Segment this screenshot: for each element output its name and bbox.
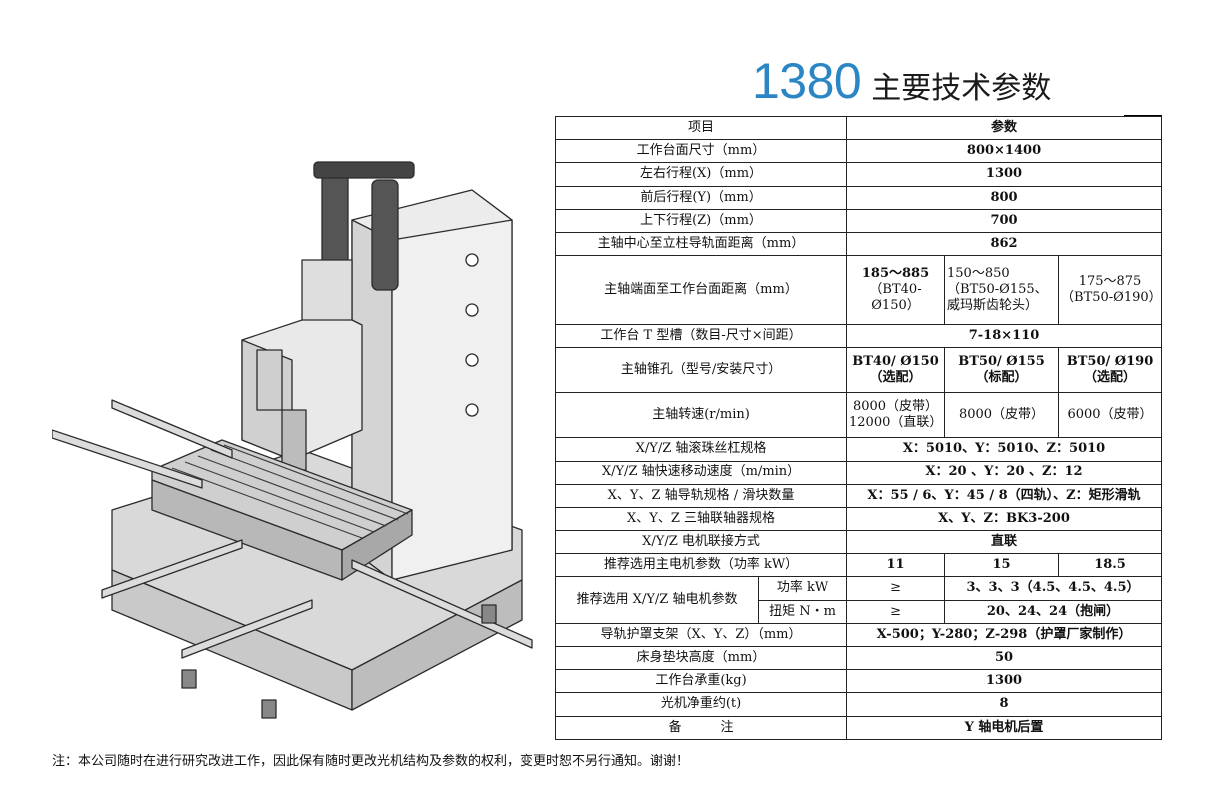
row-value: 1300 <box>846 669 1163 694</box>
row-value-option-1: 11 <box>846 553 946 578</box>
table-row: 工作台面尺寸（mm） 800×1400 <box>554 139 1163 164</box>
row-value: 7-18×110 <box>846 324 1163 349</box>
row-value: 700 <box>846 208 1163 233</box>
row-label: 前后行程(Y)（mm） <box>554 185 848 210</box>
table-row: X、Y、Z 轴导轨规格 / 滑块数量 X：55 / 6、Y：45 / 8（四轨）… <box>554 483 1163 508</box>
row-value: 800×1400 <box>846 139 1163 164</box>
table-row: 备 注 Y 轴电机后置 <box>554 715 1163 740</box>
row-value: X-500；Y-280；Z-298（护罩厂家制作） <box>846 622 1163 648</box>
row-label: X、Y、Z 轴导轨规格 / 滑块数量 <box>554 483 848 508</box>
row-value-option-1: BT40/ Ø150 （选配） <box>846 347 946 394</box>
row-value: 8 <box>846 692 1163 717</box>
row-label: 工作台 T 型槽（数目-尺寸×间距） <box>554 324 848 349</box>
row-value: X、Y、Z：BK3-200 <box>846 506 1163 532</box>
row-value: X：20 、Y：20 、Z：12 <box>846 460 1163 485</box>
table-row: 光机净重约(t) 8 <box>554 692 1163 717</box>
row-sublabel: 扭矩 N・m <box>757 599 848 624</box>
row-value-option-2: 15 <box>944 553 1060 578</box>
row-symbol: ≥ <box>846 599 946 624</box>
title-model-number: 1380 <box>752 53 862 109</box>
row-symbol: ≥ <box>846 576 946 601</box>
row-label: 主轴锥孔（型号/安装尺寸） <box>554 347 848 394</box>
spec-table: 项目 参数 工作台面尺寸（mm） 800×1400 左右行程(X)（mm） 13… <box>554 115 1163 740</box>
table-row: X/Y/Z 轴快速移动速度（m/min） X：20 、Y：20 、Z：12 <box>554 460 1163 485</box>
row-value-option-2: 150～850（BT50-Ø155、威玛斯齿轮头） <box>944 255 1060 326</box>
row-value: 直联 <box>846 530 1163 555</box>
title-text: 主要技术参数 <box>871 71 1052 106</box>
table-row: 上下行程(Z)（mm） 700 <box>554 208 1163 233</box>
row-label: 主轴中心至立柱导轨面距离（mm） <box>554 231 848 257</box>
table-row: 床身垫块高度（mm） 50 <box>554 645 1163 671</box>
table-row: 左右行程(X)（mm） 1300 <box>554 162 1163 187</box>
table-row: X、Y、Z 三轴联轴器规格 X、Y、Z：BK3-200 <box>554 506 1163 532</box>
table-row: 主轴端面至工作台面距离（mm） 185～885 （BT40-Ø150） 150～… <box>554 255 1163 326</box>
table-row: 扭矩 N・m ≥ 20、24、24（抱闸） <box>556 599 1163 624</box>
table-row: 主轴中心至立柱导轨面距离（mm） 862 <box>554 231 1163 257</box>
row-value-option-3: BT50/ Ø190 （选配） <box>1058 347 1163 394</box>
row-label: X/Y/Z 轴滚珠丝杠规格 <box>554 437 848 462</box>
row-label: 主轴端面至工作台面距离（mm） <box>554 255 848 326</box>
row-label: 导轨护罩支架（X、Y、Z）（mm） <box>554 622 848 648</box>
row-label: 工作台面尺寸（mm） <box>554 139 848 164</box>
row-value-option-1: 185～885 （BT40-Ø150） <box>846 255 946 326</box>
table-row: 推荐选用 X/Y/Z 轴电机参数 功率 kW ≥ 3、3、3（4.5、4.5、4… <box>555 576 1163 624</box>
footnote: 注：本公司随时在进行研究改进工作，因此保有随时更改光机结构及参数的权利，变更时恕… <box>52 754 690 769</box>
row-value-option-2: BT50/ Ø155 （标配） <box>944 347 1060 394</box>
row-value: Y 轴电机后置 <box>846 715 1163 740</box>
row-label: X、Y、Z 三轴联轴器规格 <box>554 506 848 532</box>
row-label: 左右行程(X)（mm） <box>554 162 848 187</box>
row-label: 工作台承重(kg) <box>554 669 848 694</box>
table-row: 主轴锥孔（型号/安装尺寸） BT40/ Ø150 （选配） BT50/ Ø155… <box>554 347 1163 394</box>
machine-illustration <box>52 161 533 719</box>
row-value: X：55 / 6、Y：45 / 8（四轨）、Z：矩形滑轨 <box>846 483 1163 508</box>
row-value: X：5010、Y：5010、Z：5010 <box>846 437 1163 462</box>
row-value: 50 <box>846 645 1163 671</box>
row-value-option-1: 8000（皮带） 12000（直联） <box>846 392 946 439</box>
row-label: 床身垫块高度（mm） <box>554 645 848 671</box>
table-row: 前后行程(Y)（mm） 800 <box>554 185 1163 210</box>
row-value: 20、24、24（抱闸） <box>944 599 1163 624</box>
row-label: X/Y/Z 轴快速移动速度（m/min） <box>554 460 848 485</box>
row-label: 上下行程(Z)（mm） <box>554 208 848 233</box>
row-label: 备 注 <box>554 715 848 740</box>
row-value-option-3: 18.5 <box>1058 553 1163 578</box>
row-value-option-3: 6000（皮带） <box>1058 392 1163 439</box>
table-row: X/Y/Z 轴滚珠丝杠规格 X：5010、Y：5010、Z：5010 <box>554 437 1163 462</box>
table-row: 导轨护罩支架（X、Y、Z）（mm） X-500；Y-280；Z-298（护罩厂家… <box>554 622 1163 648</box>
row-label: 光机净重约(t) <box>554 692 848 717</box>
row-label: 推荐选用主电机参数（功率 kW） <box>554 553 848 578</box>
table-row: 工作台承重(kg) 1300 <box>554 669 1163 694</box>
row-label: 主轴转速(r/min) <box>554 392 848 439</box>
table-row: 工作台 T 型槽（数目-尺寸×间距） 7-18×110 <box>554 324 1163 349</box>
table-row: X/Y/Z 电机联接方式 直联 <box>554 530 1163 555</box>
table-header-row: 项目 参数 <box>554 115 1163 141</box>
row-label: 推荐选用 X/Y/Z 轴电机参数 <box>555 576 759 624</box>
row-value-option-3: 175～875（BT50-Ø190） <box>1058 255 1163 326</box>
table-row: 推荐选用主电机参数（功率 kW） 11 15 18.5 <box>554 553 1163 578</box>
header-value: 参数 <box>846 115 1163 141</box>
table-row: 主轴转速(r/min) 8000（皮带） 12000（直联） 8000（皮带） … <box>554 392 1163 439</box>
row-value: 3、3、3（4.5、4.5、4.5） <box>944 576 1163 601</box>
page-title: 1380 主要技术参数 <box>752 52 1051 112</box>
header-item: 项目 <box>554 115 848 141</box>
row-value-option-2: 8000（皮带） <box>944 392 1060 439</box>
row-label: X/Y/Z 电机联接方式 <box>554 530 848 555</box>
row-value: 862 <box>846 231 1163 257</box>
row-value: 1300 <box>846 162 1163 187</box>
row-sublabel: 功率 kW <box>757 576 848 601</box>
row-value: 800 <box>846 185 1163 210</box>
